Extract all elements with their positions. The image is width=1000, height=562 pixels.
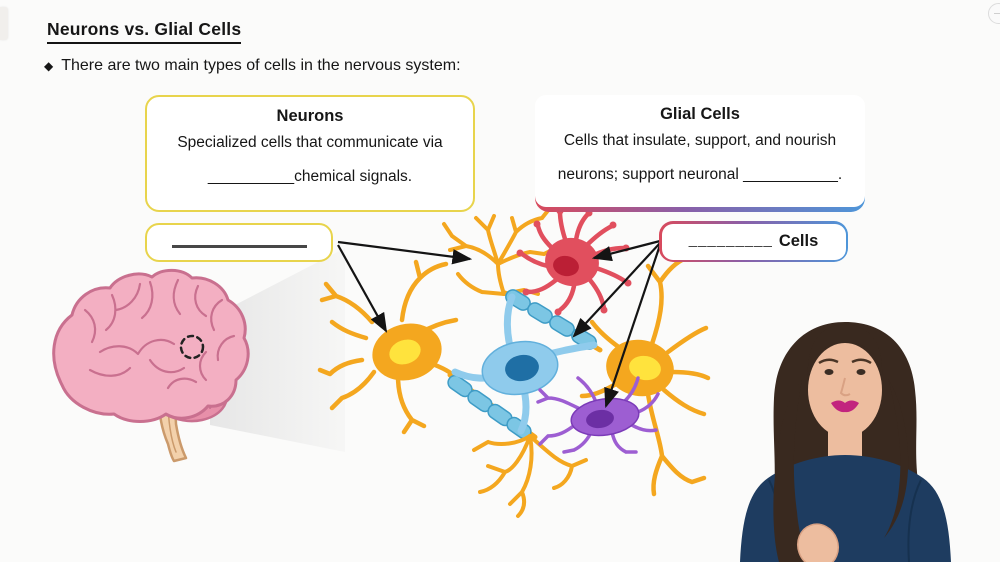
glial-box-title: Glial Cells (660, 105, 740, 123)
arrow-glial-label-to-microglia (604, 244, 662, 409)
glial-definition-box: Glial Cells Cells that insulate, support… (535, 95, 865, 212)
neurons-box-line2: __________chemical signals. (207, 168, 413, 185)
bullet-text: There are two main types of cells in the… (61, 57, 461, 74)
cerebrum (52, 268, 250, 423)
arrow-neuron-label-to-dendrites (337, 240, 473, 265)
neuron-right-illustration (579, 239, 711, 497)
neuron-left-illustration (317, 259, 459, 435)
dendrite-tree-illustration (442, 206, 558, 296)
zoom-cone (210, 248, 345, 452)
neurons-box-title: Neurons (276, 107, 344, 125)
glial-box-line1: Cells that insulate, support, and nouris… (563, 132, 837, 149)
presenter-hand (797, 523, 839, 562)
presenter (740, 322, 951, 562)
neuron-label-blank-line (171, 245, 307, 248)
glial-box-line2: neurons; support neuronal ___________. (557, 166, 843, 183)
bullet-row: ◆ There are two main types of cells in t… (44, 57, 461, 75)
pointer-arrows (337, 239, 662, 409)
left-edge-ui-fragment (0, 7, 8, 40)
glial-label-text: Cells (778, 232, 819, 250)
neuron-answer-label-box (145, 223, 333, 262)
axon-terminal-arbor (472, 434, 588, 518)
glial-answer-label-box: _________ Cells (659, 221, 848, 262)
presenter-hair-front-left (773, 380, 811, 562)
brain-illustration (52, 268, 250, 463)
diamond-bullet-icon: ◆ (44, 59, 54, 73)
presenter-hairline (807, 324, 883, 382)
oligodendrocyte-illustration (451, 293, 598, 435)
arrow-glial-label-to-myelin (572, 242, 661, 338)
presenter-torso (740, 455, 951, 562)
astrocyte-illustration (516, 207, 632, 316)
arrow-neuron-label-to-soma (337, 244, 388, 333)
page-title: Neurons vs. Glial Cells (47, 19, 242, 44)
presenter-face-features (818, 358, 872, 413)
brain-folds (83, 278, 236, 390)
microglia-illustration (536, 376, 660, 454)
neurons-box-line1: Specialized cells that communicate via (177, 134, 443, 151)
presenter-face (808, 343, 882, 437)
presenter-hair-front-right (884, 378, 909, 538)
cells-illustration (317, 206, 711, 518)
dashed-circle-callout (179, 334, 205, 360)
neurons-definition-box: Neurons Specialized cells that communica… (145, 95, 475, 212)
glial-label-blank: _________ (688, 231, 773, 248)
arrow-glial-label-to-astrocyte (591, 239, 661, 262)
